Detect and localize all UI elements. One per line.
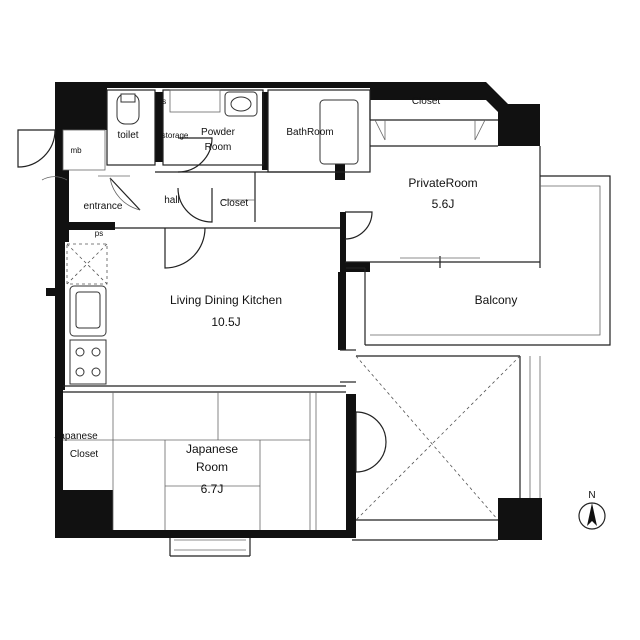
label-japanese-room-1: Japanese [186,442,238,456]
label-entrance: entrance [84,201,123,212]
label-ps-top: ps [158,97,166,106]
compass-north-label: N [588,490,595,501]
label-powder-room-1: Powder [201,127,236,138]
label-japanese-room-2: Room [196,460,228,474]
fixtures [62,89,486,385]
label-toilet: toilet [117,130,138,141]
label-mb: mb [70,146,82,155]
label-closet-hall: Closet [220,198,249,209]
bathtub-fixture [319,99,359,165]
label-storage: storage [162,131,189,140]
label-japanese-closet-2: Closet [70,449,99,460]
label-bathroom: BathRoom [286,127,333,138]
room-labels: mb toilet ps storage Powder Room BathRoo… [54,96,517,496]
compass-arrow-icon [587,503,597,526]
label-closet-top: Closet [412,96,441,107]
label-balcony: Balcony [475,293,518,307]
partitions [63,89,541,557]
label-hall: hall [164,195,180,206]
label-ldk: Living Dining Kitchen [170,293,282,307]
walls [46,82,542,540]
void-area [340,349,541,521]
compass: N [578,490,606,530]
balcony-area [346,175,611,346]
label-ldk-size: 10.5J [211,315,240,329]
label-powder-room-2: Room [205,142,232,153]
label-private-room: PrivateRoom [408,176,477,190]
label-japanese-room-size: 6.7J [201,482,224,496]
label-ps-side: ps [95,229,103,238]
stove-fixture [69,339,107,385]
label-japanese-closet-1: Japanese [54,431,98,442]
label-private-room-size: 5.6J [432,197,455,211]
doors [17,129,387,473]
